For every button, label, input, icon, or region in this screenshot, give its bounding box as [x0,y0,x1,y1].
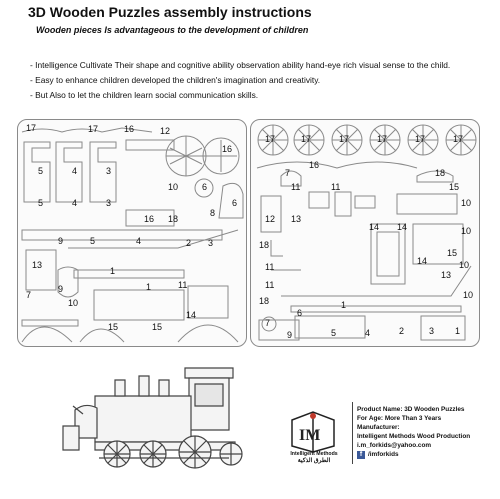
piece-number: 15 [108,322,119,332]
piece-number: 18 [259,240,270,250]
piece-number: 11 [291,182,301,192]
age-label: For Age: [357,415,384,422]
piece-number: 1 [110,266,116,276]
assembled-train-image [55,350,255,480]
piece-number: 12 [160,126,171,136]
manufacturer-value: Intelligent Methods Wood Production [357,433,471,440]
piece-number: 9 [58,236,64,246]
piece-number: 13 [291,214,302,224]
piece-number: 13 [32,260,43,270]
piece-number: 10 [168,182,179,192]
logo-name: Intelligent Methods [290,451,338,457]
piece-number: 11 [265,280,275,290]
piece-number: 13 [441,270,452,280]
piece-number: 7 [26,290,32,300]
piece-number: 2 [186,238,192,248]
piece-number: 17 [26,123,37,133]
piece-number: 17 [415,134,426,144]
benefits-list: - Intelligence Cultivate Their shape and… [30,58,495,103]
piece-number: 6 [202,182,208,192]
piece-number: 11 [331,182,341,192]
piece-number: 5 [38,166,44,176]
piece-number: 3 [429,326,435,336]
piece-number: 3 [106,198,112,208]
product-name-label: Product Name: [357,406,403,413]
piece-number: 12 [265,214,276,224]
piece-number: 3 [106,166,112,176]
piece-number: 9 [287,330,293,340]
sheet-right-outlines [256,124,477,341]
piece-number: 2 [399,326,405,336]
piece-number: 8 [210,208,216,218]
piece-number: 4 [72,198,78,208]
logo-letters: IM [299,427,320,444]
brand-logo: IM [282,408,344,464]
piece-number: 6 [297,308,303,318]
piece-number: 1 [146,282,152,292]
info-divider [352,402,353,464]
piece-number: 15 [447,248,458,258]
intelligent-methods-logo-icon: IM [291,411,335,453]
manufacturer-label: Manufacturer: [357,424,400,431]
page-subtitle: Wooden pieces Is advantageous to the dev… [36,25,309,35]
piece-number: 14 [186,310,197,320]
piece-number: 10 [68,298,79,308]
piece-number: 10 [463,290,474,300]
logo-arabic: الطرق الذكية [297,458,331,464]
piece-number: 3 [208,238,214,248]
train-icon [62,367,243,469]
piece-number: 1 [341,300,347,310]
piece-number: 17 [339,134,350,144]
social-handle-text: /imforkids [368,451,399,458]
age-value: More Than 3 Years [384,415,442,422]
piece-number: 5 [331,328,337,338]
piece-number: 5 [90,236,96,246]
piece-number: 4 [72,166,78,176]
piece-number: 6 [232,198,238,208]
puzzle-sheet-left: 17 17 16 12 16 5 4 3 6 6 8 5 4 3 18 16 9… [17,119,247,347]
piece-number: 14 [417,256,428,266]
benefit-item: - But Also to let the children learn soc… [30,90,259,100]
piece-number: 10 [461,198,472,208]
page-title: 3D Wooden Puzzles assembly instructions [28,4,312,20]
piece-number: 1 [455,326,461,336]
piece-number: 16 [309,160,320,170]
piece-number: 5 [38,198,44,208]
piece-number: 18 [259,296,270,306]
piece-number: 15 [152,322,163,332]
piece-number: 14 [369,222,380,232]
contact-email: i.m_forkids@yahoo.com [357,442,432,449]
piece-number: 18 [435,168,446,178]
facebook-icon: f [357,450,365,459]
piece-number: 15 [449,182,460,192]
piece-number: 7 [265,318,271,328]
piece-number: 14 [397,222,408,232]
social-handle: f /imforkids [357,450,470,459]
piece-number: 11 [265,262,275,272]
piece-number: 16 [222,144,233,154]
piece-number: 4 [136,236,142,246]
piece-number: 18 [168,214,179,224]
piece-number: 10 [459,260,470,270]
piece-number: 16 [144,214,155,224]
piece-number: 10 [461,226,472,236]
piece-number: 7 [285,168,291,178]
piece-number: 17 [265,134,276,144]
piece-number: 17 [301,134,312,144]
puzzle-sheet-right: 17 17 17 17 17 16 17 18 7 11 11 15 12 13… [250,119,480,347]
logo-caption: Intelligent Methods الطرق الذكية [281,451,347,464]
piece-number: 11 [178,280,188,290]
product-name-value: 3D Wooden Puzzles [404,406,465,413]
benefit-item: - Intelligence Cultivate Their shape and… [30,60,451,70]
sheet-left-outlines [21,127,244,343]
product-info: Product Name: 3D Wooden Puzzles For Age:… [357,405,470,459]
piece-number: 17 [88,124,99,134]
piece-number: 9 [58,284,64,294]
piece-number: 16 [124,124,135,134]
piece-number: 4 [365,328,371,338]
benefit-item: - Easy to enhance children developed the… [30,75,321,85]
piece-number: 17 [453,134,464,144]
piece-number: 17 [377,134,388,144]
